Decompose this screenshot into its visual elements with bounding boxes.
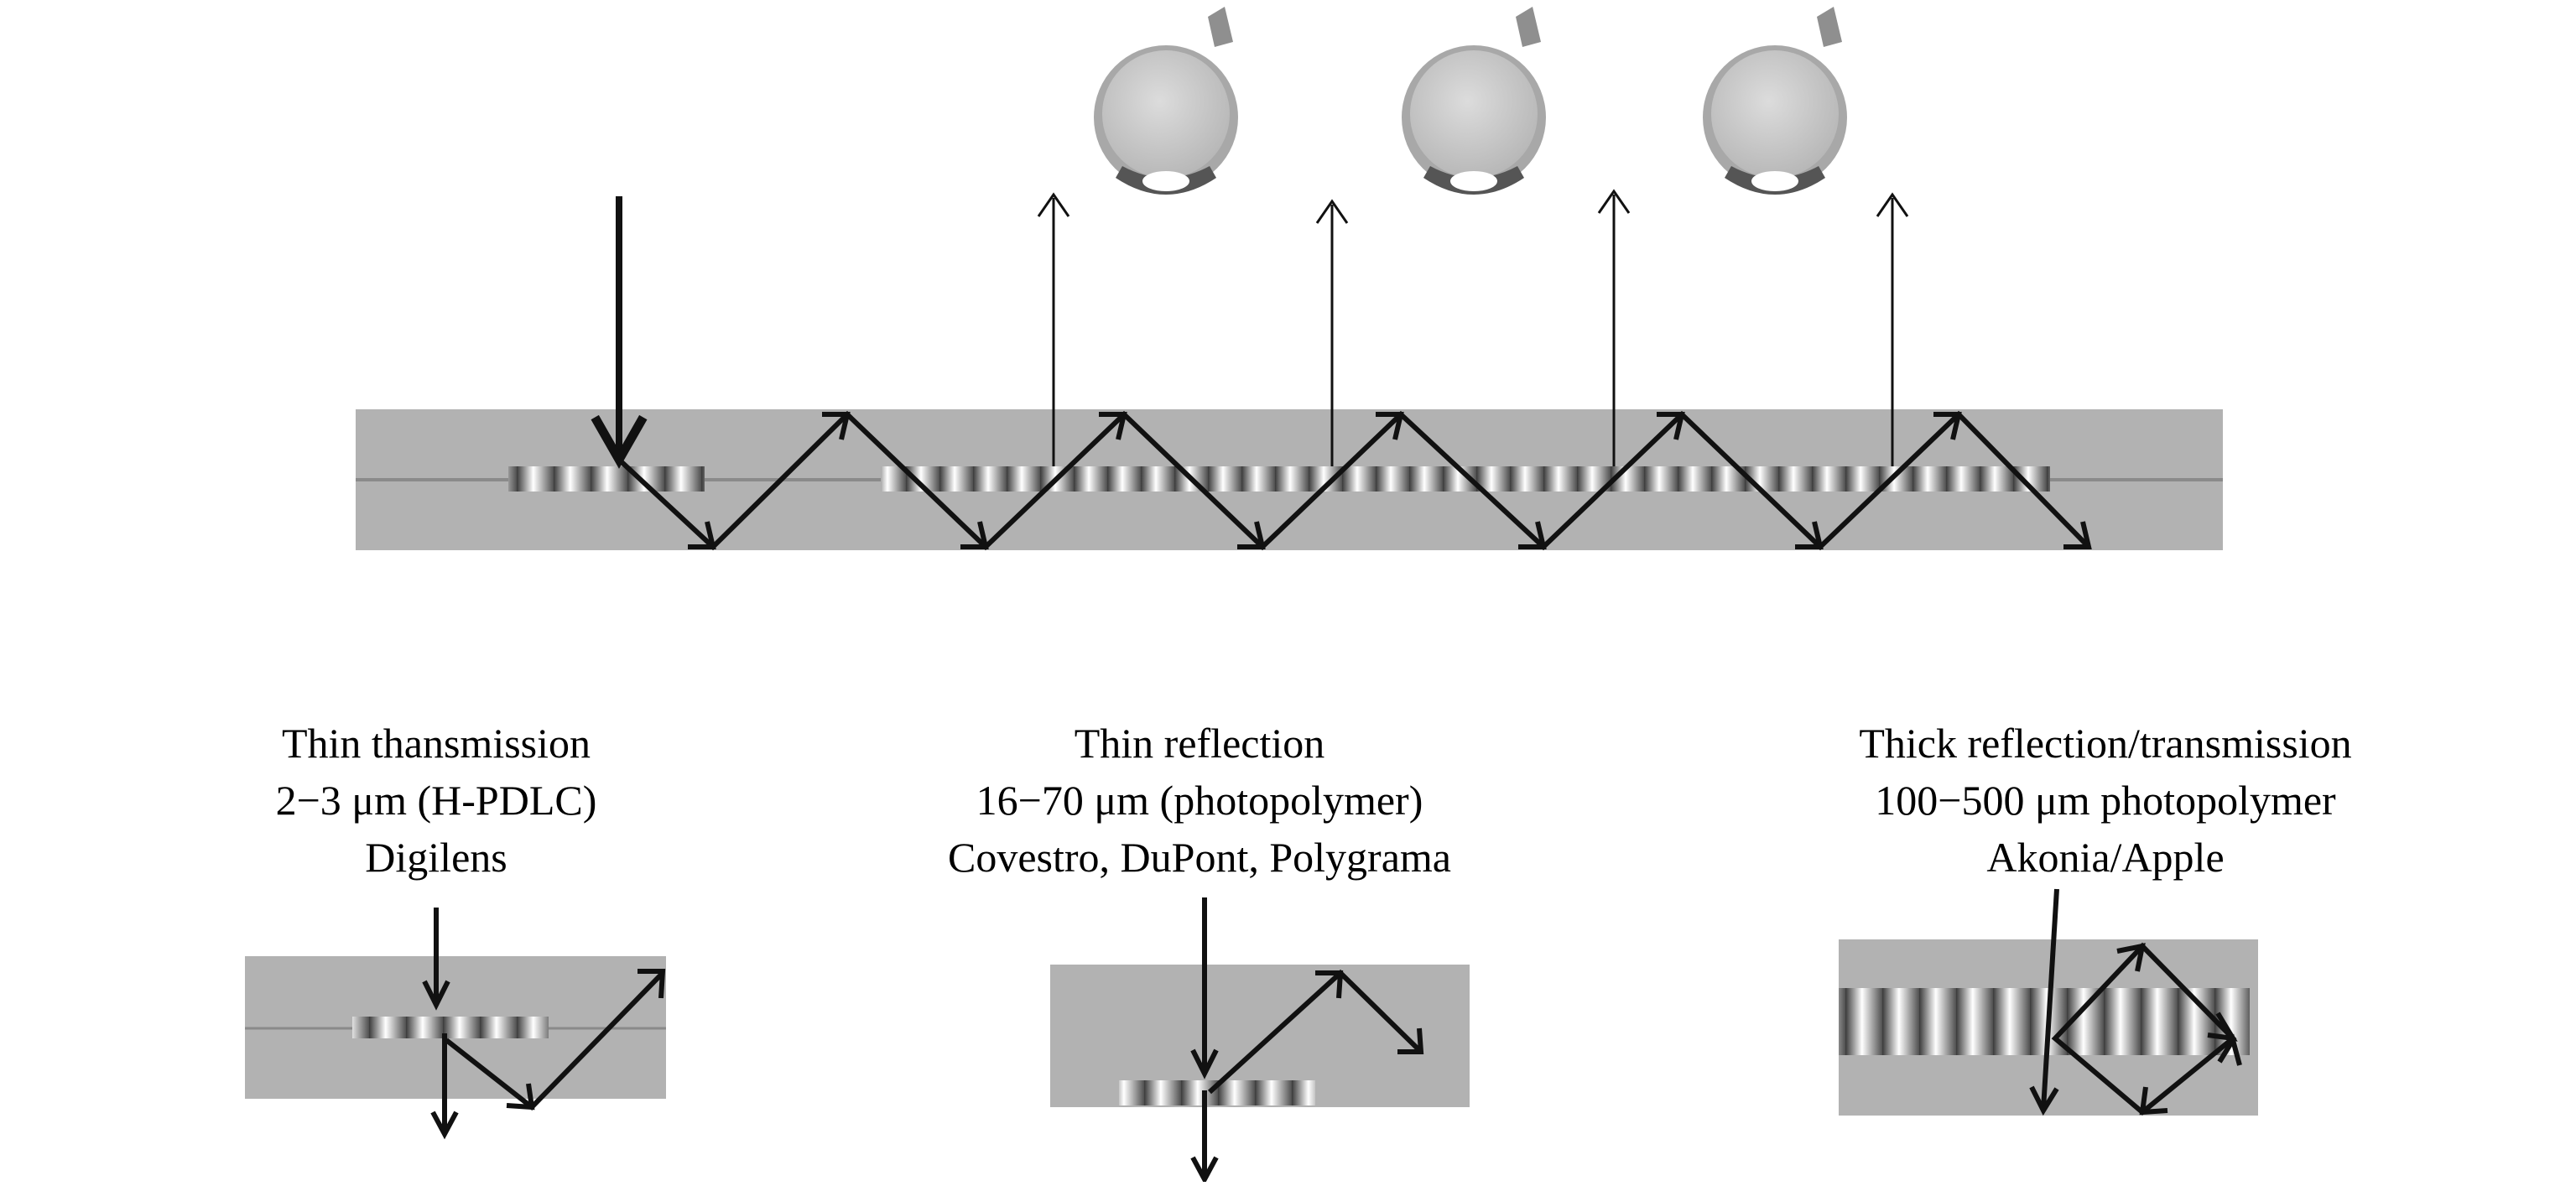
outcoupled-rays: [1037, 189, 1909, 466]
main-waveguide: [356, 409, 2223, 550]
eyeball-icon: [1703, 7, 1847, 195]
thick-reflection-transmission-panel: [1839, 888, 2258, 1116]
out-coupler-grating: [881, 466, 2050, 492]
grating: [1839, 988, 2250, 1055]
caption-thickness: 100−500 μm photopolymer: [1875, 777, 2336, 824]
caption-thickness: 2−3 μm (H-PDLC): [275, 777, 597, 824]
caption-vendors: Digilens: [365, 834, 507, 881]
caption-vendors: Covestro, DuPont, Polygrama: [948, 834, 1451, 881]
in-coupler-grating: [508, 466, 705, 492]
zigzag-arrowheads: [688, 412, 2092, 549]
caption-title: Thin thansmission: [281, 720, 591, 767]
zigzag-ray-path: [617, 410, 2091, 551]
eyeball-icon: [1094, 7, 1238, 195]
caption-title: Thick reflection/transmission: [1859, 720, 2352, 767]
thin-reflection-panel: [1050, 897, 1470, 1185]
caption-thick-reflection-transmission: Thick reflection/transmission 100−500 μm…: [1711, 715, 2500, 886]
caption-vendors: Akonia/Apple: [1986, 834, 2225, 881]
caption-title: Thin reflection: [1074, 720, 1325, 767]
eyeball-icon: [1402, 7, 1546, 195]
thin-transmission-panel: [245, 908, 666, 1140]
caption-thickness: 16−70 μm (photopolymer): [976, 777, 1423, 824]
caption-thin-transmission: Thin thansmission 2−3 μm (H-PDLC) Digile…: [109, 715, 763, 886]
caption-thin-reflection: Thin reflection 16−70 μm (photopolymer) …: [864, 715, 1535, 886]
grating: [352, 1017, 549, 1038]
